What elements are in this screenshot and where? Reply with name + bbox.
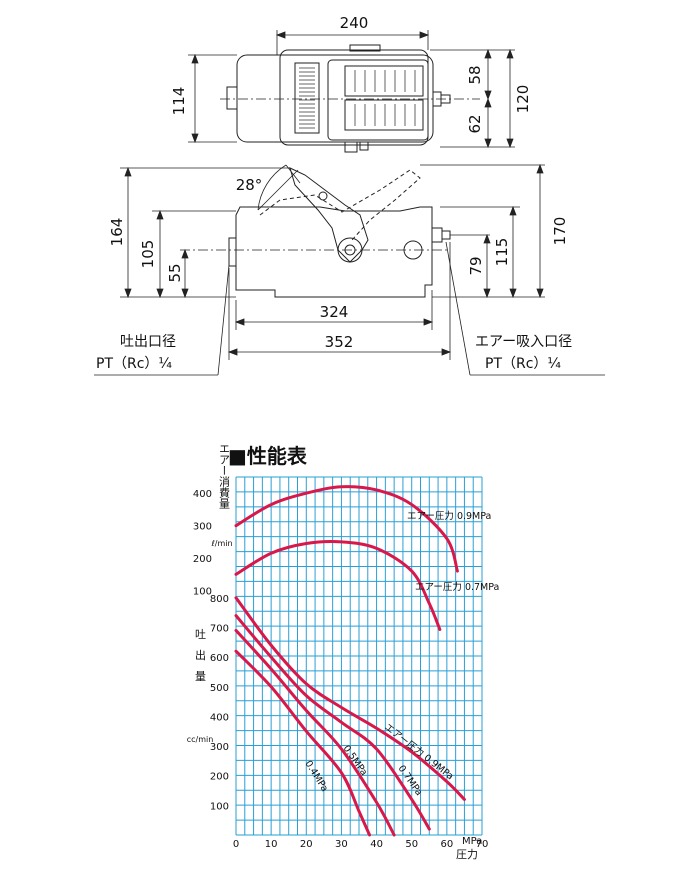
top-hinge-tab-bottom-right xyxy=(359,141,369,151)
lower-y-tick-label: 300 xyxy=(210,742,229,753)
dim-115: 115 xyxy=(493,238,511,267)
series-line-3 xyxy=(234,614,431,831)
outlet-label-line2: PT（Rc）¼ xyxy=(96,356,172,372)
dim-79: 79 xyxy=(467,256,485,275)
top-pedal-window-upper xyxy=(344,65,424,97)
chart-title: ■性能表 xyxy=(228,444,308,468)
dim-angle: 28° xyxy=(236,176,263,194)
dim-352: 352 xyxy=(325,333,354,351)
lower-axis-unit: cc/min xyxy=(187,735,214,744)
chart-curves xyxy=(234,485,466,837)
lower-y-tick-label: 100 xyxy=(210,801,229,812)
x-tick-label: 20 xyxy=(300,839,313,850)
x-tick-label: 0 xyxy=(233,839,239,850)
top-pedal-plate xyxy=(327,59,429,141)
curve-label-air07: エアー圧力 0.7MPa xyxy=(415,581,499,593)
top-grip-pad xyxy=(294,62,320,134)
series-line-1 xyxy=(234,540,442,631)
dim-62: 62 xyxy=(466,114,484,133)
x-axis-label: 圧力 xyxy=(456,848,478,861)
lower-y-tick-label: 800 xyxy=(210,594,229,605)
dim-105: 105 xyxy=(139,240,157,269)
lower-y-tick-label: 500 xyxy=(210,683,229,694)
top-hinge-tab-top xyxy=(349,44,381,52)
top-left-knob xyxy=(226,86,238,110)
dim-324: 324 xyxy=(320,303,349,321)
x-tick-label: 40 xyxy=(370,839,383,850)
top-body-inner xyxy=(279,49,429,146)
upper-axis-label: エアー消費量 xyxy=(218,443,231,509)
side-body xyxy=(235,206,433,298)
dim-120: 120 xyxy=(514,85,532,114)
top-hinge-tab-bottom xyxy=(344,141,358,153)
top-body xyxy=(236,54,434,143)
x-tick-label: 10 xyxy=(265,839,278,850)
side-right-nipple xyxy=(441,230,451,240)
chart-ticks: 0 10 20 30 40 50 60 70 100 200 300 400 100 200 300 400 5… xyxy=(193,489,488,850)
outlet-label-line1: 吐出口径 xyxy=(120,334,176,350)
lower-y-tick-label: 700 xyxy=(210,623,229,634)
x-tick-label: 50 xyxy=(405,839,418,850)
dim-240: 240 xyxy=(340,14,369,32)
inlet-label-line1: エアー吸入口径 xyxy=(475,334,572,350)
side-view xyxy=(180,164,451,298)
dim-114: 114 xyxy=(170,87,188,116)
side-pedal xyxy=(289,167,369,263)
x-tick-label: 70 xyxy=(476,839,489,850)
side-pedal-hole xyxy=(318,191,328,201)
side-pedal-dashed xyxy=(259,169,421,241)
x-tick-label: 30 xyxy=(335,839,348,850)
inlet-label-line2: PT（Rc）¼ xyxy=(485,356,561,372)
lower-y-tick-label: 600 xyxy=(210,653,229,664)
upper-axis-unit: ℓ/min xyxy=(210,539,232,548)
x-axis-unit: MPa xyxy=(462,836,482,847)
performance-chart: ■性能表 0 10 20 30 40 50 60 70 100 200 300 400 100 200 30… xyxy=(187,443,500,861)
curve-label-air09: エアー圧力 0.9MPa xyxy=(407,510,491,522)
series-line-5 xyxy=(234,649,372,837)
dim-170: 170 xyxy=(551,217,569,246)
lower-axis-label: 吐出量 xyxy=(194,628,207,691)
upper-y-tick-label: 400 xyxy=(193,489,212,500)
upper-y-tick-label: 200 xyxy=(193,554,212,565)
side-right-fitting xyxy=(431,227,443,243)
lower-y-tick-label: 400 xyxy=(210,712,229,723)
dim-58: 58 xyxy=(466,65,484,84)
upper-y-tick-label: 100 xyxy=(193,587,212,598)
top-view xyxy=(220,44,480,153)
series-line-4 xyxy=(234,628,396,837)
technical-drawing: 240 114 58 62 120 28° 164 105 55 79 115 … xyxy=(94,14,605,376)
side-dimensions xyxy=(94,163,605,376)
top-dimensions xyxy=(188,30,515,149)
side-left-port xyxy=(228,237,237,267)
top-pedal-window-lower xyxy=(344,99,424,131)
series-line-0 xyxy=(234,485,459,573)
lower-y-tick-label: 200 xyxy=(210,772,229,783)
series-line-2 xyxy=(234,596,466,801)
x-tick-label: 60 xyxy=(440,839,453,850)
upper-y-tick-label: 300 xyxy=(193,522,212,533)
dim-55: 55 xyxy=(166,263,184,282)
dim-164: 164 xyxy=(108,218,126,247)
